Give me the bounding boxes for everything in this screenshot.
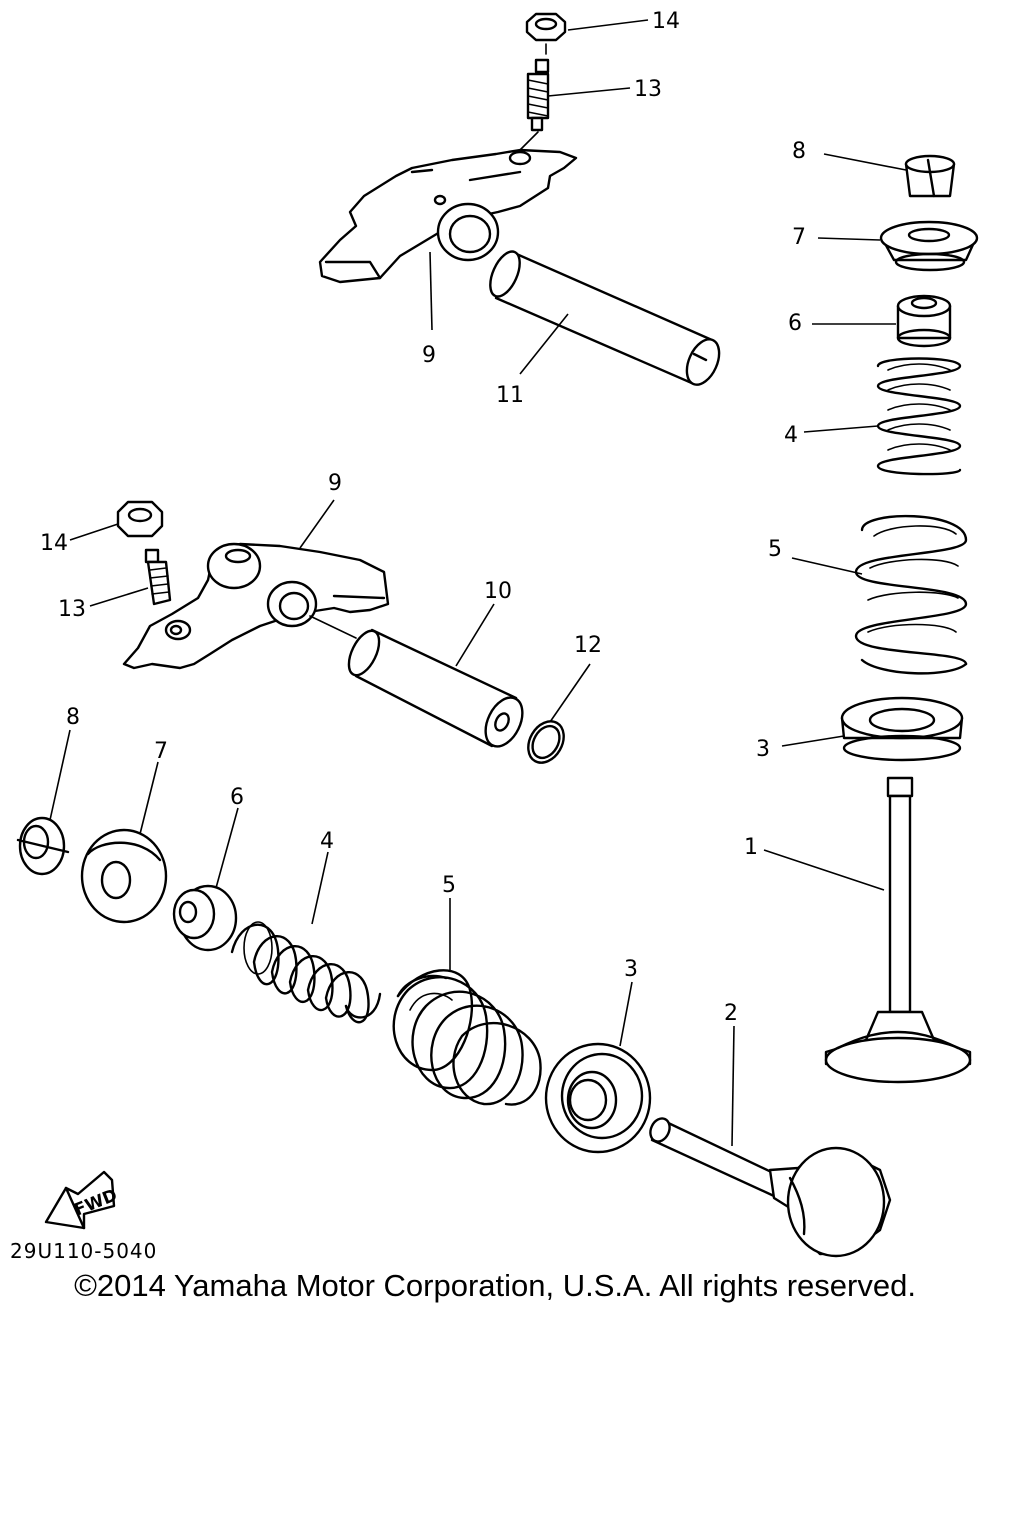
valve-stem-seal-left: [172, 884, 238, 952]
callout-4-right: 4: [784, 423, 798, 448]
adjusting-screw-upper: [519, 58, 550, 151]
callout-9-lower: 9: [328, 471, 342, 496]
callout-8-left: 8: [66, 705, 80, 730]
locknut-lower: [116, 500, 164, 538]
adjusting-screw-lower: [144, 548, 172, 606]
callout-4-left: 4: [320, 829, 334, 854]
callout-5-right: 5: [768, 537, 782, 562]
callout-7-right: 7: [792, 225, 806, 250]
valve-vertical: [824, 776, 972, 1084]
callout-12: 12: [574, 633, 602, 658]
outer-spring-left: [392, 969, 542, 1106]
inner-spring-left: [230, 921, 382, 1024]
diagram-code: 29U110-5040: [10, 1239, 157, 1263]
valve-cotter-right: [904, 154, 956, 198]
callout-13-lower: 13: [58, 597, 86, 622]
valve-diagonal: [649, 1117, 892, 1258]
spring-seat-left: [544, 1042, 652, 1154]
callout-8-right: 8: [792, 139, 806, 164]
callout-1: 1: [744, 835, 758, 860]
spring-seat-right: [840, 696, 964, 762]
callout-14-upper: 14: [652, 9, 680, 34]
copyright-notice: ©2014 Yamaha Motor Corporation, U.S.A. A…: [74, 1268, 916, 1303]
rocker-arm-lower: [122, 542, 390, 670]
callout-3-right: 3: [756, 737, 770, 762]
o-ring: [527, 720, 565, 764]
rocker-shaft-upper: [489, 250, 721, 386]
callout-13-upper: 13: [634, 77, 662, 102]
callout-10: 10: [484, 579, 512, 604]
leader-lines: [49, 19, 907, 1147]
callouts: 14 13 8 7 6 9 11 4 9 14 5 13 10 12 8 3 7…: [40, 9, 806, 1026]
callout-2: 2: [724, 1001, 738, 1026]
locknut-upper: [525, 12, 567, 55]
callout-6-left: 6: [230, 785, 244, 810]
fwd-arrow-icon: FWD: [44, 1170, 120, 1230]
callout-11: 11: [496, 383, 524, 408]
valve-cotter-left: [16, 816, 70, 876]
callout-7-left: 7: [154, 739, 168, 764]
callout-3-left: 3: [624, 957, 638, 982]
spring-retainer-left: [80, 828, 168, 924]
valve-stem-seal-right: [896, 294, 952, 348]
callout-6-right: 6: [788, 311, 802, 336]
callout-9-upper: 9: [422, 343, 436, 368]
callout-5-left: 5: [442, 873, 456, 898]
rocker-shaft-lower: [309, 615, 524, 748]
outer-spring-right: [854, 514, 968, 675]
inner-spring-right: [876, 357, 962, 476]
callout-14-lower: 14: [40, 531, 68, 556]
spring-retainer-right: [879, 220, 979, 272]
rocker-arm-upper: [318, 148, 578, 284]
